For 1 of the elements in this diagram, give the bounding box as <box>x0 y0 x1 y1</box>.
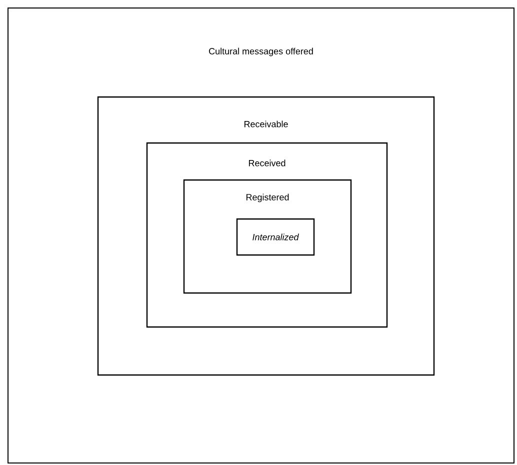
nested-box: Internalized <box>236 218 315 256</box>
